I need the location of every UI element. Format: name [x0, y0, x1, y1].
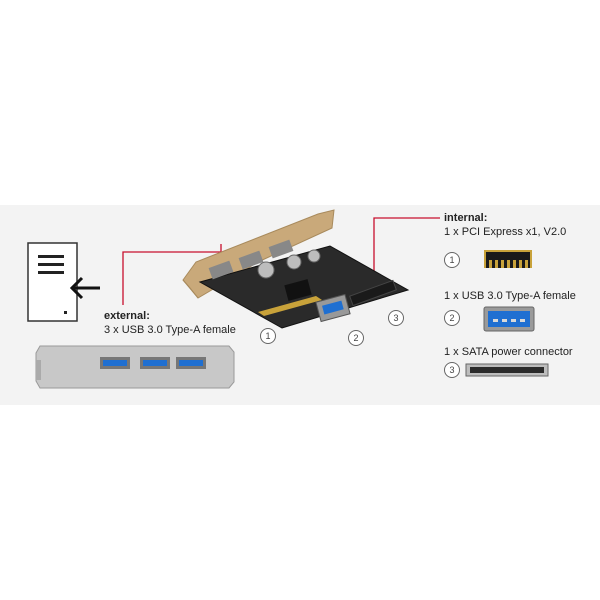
leader-line-external	[122, 244, 222, 305]
internal-item-1-number: 1	[444, 252, 460, 268]
internal-label: internal: 1 x PCI Express x1, V2.0	[444, 211, 566, 239]
pcie-card-image	[182, 209, 410, 329]
board-marker-2: 2	[348, 330, 364, 346]
usb3-port-icon	[100, 357, 130, 369]
internal-heading: internal:	[444, 212, 488, 224]
slot-bracket	[35, 345, 235, 389]
internal-item-2-text: 1 x USB 3.0 Type-A female	[444, 290, 576, 302]
usb3-port-icon	[140, 357, 170, 369]
internal-item-2-number: 2	[444, 310, 460, 326]
external-description: 3 x USB 3.0 Type-A female	[104, 324, 236, 336]
external-label: external: 3 x USB 3.0 Type-A female	[104, 309, 236, 337]
internal-item-3-number: 3	[444, 362, 460, 378]
sata-power-connector-icon	[465, 363, 549, 377]
external-heading: external:	[104, 310, 150, 322]
internal-item-1-text: 1 x PCI Express x1, V2.0	[444, 226, 567, 238]
pcie-x1-connector-icon	[484, 250, 532, 268]
usb3-port-icon	[176, 357, 206, 369]
usb3-type-a-port-icon	[483, 306, 535, 332]
internal-item-3-text: 1 x SATA power connector	[444, 346, 573, 358]
leader-line-internal	[373, 217, 440, 276]
board-marker-3: 3	[388, 310, 404, 326]
arrow-left-icon	[69, 276, 100, 300]
board-marker-1: 1	[260, 328, 276, 344]
computer-tower-icon	[27, 242, 78, 322]
